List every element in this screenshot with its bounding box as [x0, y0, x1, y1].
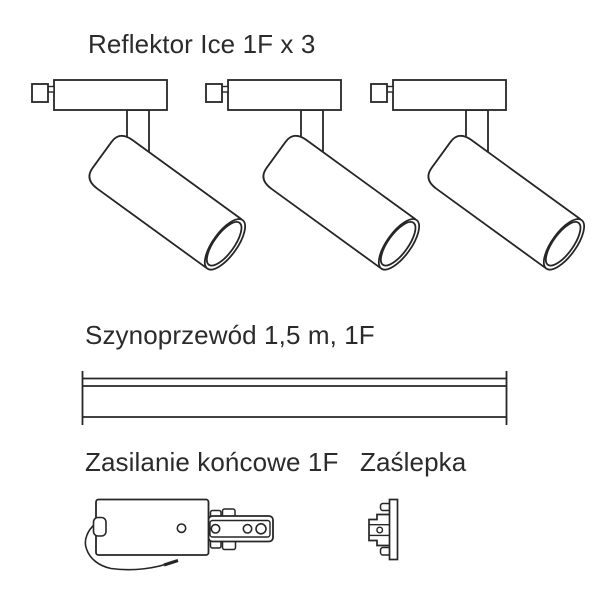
power-cable: [84, 523, 172, 571]
endcap-pin-hole: [376, 526, 384, 534]
end-cap-label: Zaślepka: [360, 447, 467, 477]
contact-dot-2: [242, 523, 253, 534]
contact-dot-3: [255, 522, 267, 535]
endcap-plate: [388, 498, 399, 561]
power-feed-label: Zasilanie końcowe 1F: [85, 447, 339, 477]
cable-tip: [163, 558, 179, 567]
spotlight-illustration-1: [31, 79, 254, 277]
feed-housing: [95, 498, 210, 556]
track-rail-illustration: [81, 371, 508, 425]
contact-dot-1: [210, 523, 221, 534]
spotlights-label: Reflektor Ice 1F x 3: [88, 29, 316, 59]
cable-gland: [92, 516, 107, 537]
housing-indicator-dot: [176, 523, 187, 534]
end-cap-illustration: [368, 498, 399, 561]
plug-inner-channel: [209, 519, 271, 538]
power-feed-illustration: [84, 498, 274, 571]
track-rail-label: Szynoprzewód 1,5 m, 1F: [85, 320, 375, 350]
